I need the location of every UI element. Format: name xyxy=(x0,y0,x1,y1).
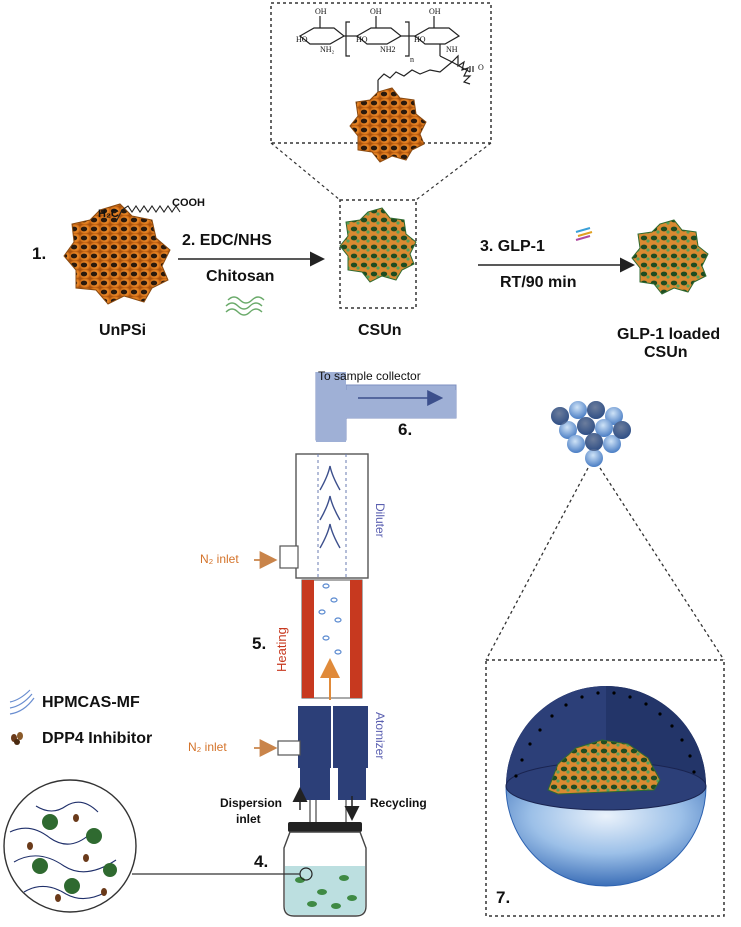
atomizer-label: Atomizer xyxy=(373,712,387,760)
glp1-loaded-particle xyxy=(631,219,709,295)
chem-nh: NH xyxy=(446,45,458,54)
sphere-pores xyxy=(514,691,696,778)
chem-n: n xyxy=(410,55,414,64)
dpp4-icon xyxy=(11,732,23,745)
chitosan-rings xyxy=(298,16,474,94)
step-1-label: 1. xyxy=(32,244,47,263)
glp1-icon xyxy=(575,227,593,241)
glp1-caption-line2: CSUn xyxy=(644,344,688,361)
unpsi-particle xyxy=(63,203,171,305)
recycling-label: Recycling xyxy=(370,796,427,810)
chem-ho-2: HO xyxy=(356,35,368,44)
legend-dpp4: DPP4 Inhibitor xyxy=(42,730,153,747)
step-7-label: 7. xyxy=(496,888,511,907)
csun-caption: CSUn xyxy=(358,322,402,339)
zoom-nanoparticles xyxy=(32,814,117,894)
n2-inlet-pipe-top xyxy=(279,545,299,569)
chem-oh-1: OH xyxy=(315,7,327,16)
zoom-dpp4 xyxy=(27,814,107,902)
unpsi-caption: UnPSi xyxy=(99,322,147,339)
glp1-caption-line1: GLP-1 loaded xyxy=(617,326,721,343)
droplets xyxy=(318,583,342,655)
chem-o: O xyxy=(478,63,484,72)
step-2-line2: Chitosan xyxy=(206,268,275,285)
zoom-lines-right xyxy=(485,467,725,661)
atomizer-left-leg xyxy=(300,750,330,800)
unpsi-linker xyxy=(115,205,181,223)
atomizer-right-leg xyxy=(338,750,366,800)
bottle-cap xyxy=(288,822,362,832)
chitosan-strand-icon xyxy=(225,296,265,316)
legend-hpmcas: HPMCAS-MF xyxy=(42,694,140,711)
zoom-lines-top xyxy=(270,142,492,201)
step-4-label: 4. xyxy=(254,852,269,871)
heating-label: Heating xyxy=(274,627,289,672)
diluter-label: Diluter xyxy=(373,503,387,538)
dispersion-line2: inlet xyxy=(236,812,261,826)
inset-particle xyxy=(349,87,427,163)
h2c-label: H₂C xyxy=(98,208,119,220)
step-3-line2: RT/90 min xyxy=(500,274,577,291)
chem-ho-1: HO xyxy=(296,35,308,44)
csun-particle xyxy=(339,207,417,283)
hpmcas-icon xyxy=(9,689,35,715)
chem-oh-2: OH xyxy=(370,7,382,16)
to-sample-collector-label: To sample collector xyxy=(318,369,421,383)
structure-inset: OH HO NH₂ OH HO NH2 OH HO NH n O xyxy=(270,2,492,163)
microparticle-sphere xyxy=(505,686,707,887)
heater-left xyxy=(302,580,314,698)
chem-nh2-2: NH2 xyxy=(380,45,396,54)
dispersion-line1: Dispersion xyxy=(220,796,283,810)
dispersion-zoom-circle xyxy=(3,779,137,913)
outlet-pipe-horizontal xyxy=(316,390,456,418)
polymer-strands xyxy=(9,801,117,900)
chem-nh2-1: NH₂ xyxy=(320,45,335,54)
step-3-line1: 3. GLP-1 xyxy=(480,238,545,255)
n2-inlet-bottom-label: N₂ inlet xyxy=(188,740,227,754)
cooh-label: COOH xyxy=(172,197,205,209)
step-5-label: 5. xyxy=(252,634,267,653)
step-2-line1: 2. EDC/NHS xyxy=(182,232,272,249)
chem-ho-3: HO xyxy=(414,35,426,44)
n2-inlet-top-label: N₂ inlet xyxy=(200,552,239,566)
csun-box xyxy=(339,199,417,309)
heater-right xyxy=(350,580,362,698)
microparticle-cluster xyxy=(551,401,631,467)
n2-inlet-pipe-bottom xyxy=(277,740,301,756)
diluter-flow-arrows xyxy=(319,465,341,549)
chem-oh-3: OH xyxy=(429,7,441,16)
step-6-label: 6. xyxy=(398,420,413,439)
